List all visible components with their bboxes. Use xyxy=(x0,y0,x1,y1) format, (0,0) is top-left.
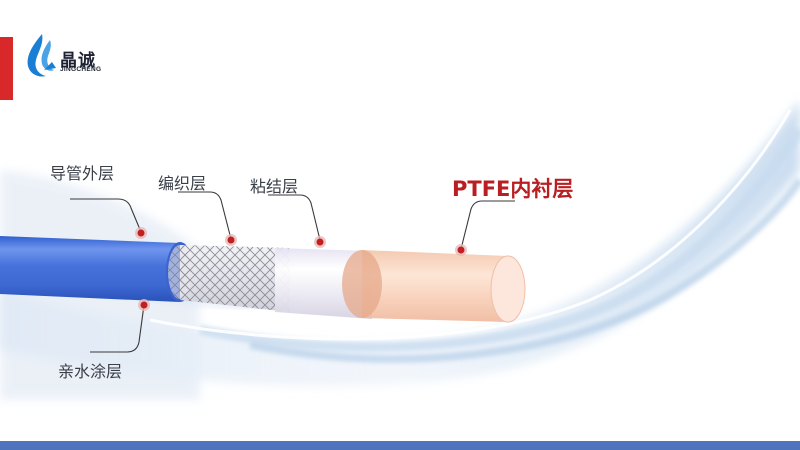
label-hydrophilic-coating: 亲水涂层 xyxy=(58,362,123,381)
label-ptfe-liner: PTFE内衬层 xyxy=(452,177,574,201)
label-braid-layer: 编织层 xyxy=(158,174,207,193)
label-adhesive-layer: 粘结层 xyxy=(250,177,299,196)
marker-adhesive-layer xyxy=(314,236,326,248)
brand-name-cn: 晶诚 xyxy=(60,51,96,71)
marker-coating-layer xyxy=(138,299,150,311)
marker-braid-layer xyxy=(225,234,237,246)
footer-bar xyxy=(0,441,800,450)
brand-name-en: JINGCHENG xyxy=(60,66,102,73)
accent-bar xyxy=(0,37,13,100)
outer-layer-tube xyxy=(0,236,180,302)
marker-outer-layer xyxy=(135,227,147,239)
logo-droplet-icon xyxy=(27,34,56,77)
label-outer-layer: 导管外层 xyxy=(50,164,115,183)
marker-ptfe-layer xyxy=(455,244,467,256)
